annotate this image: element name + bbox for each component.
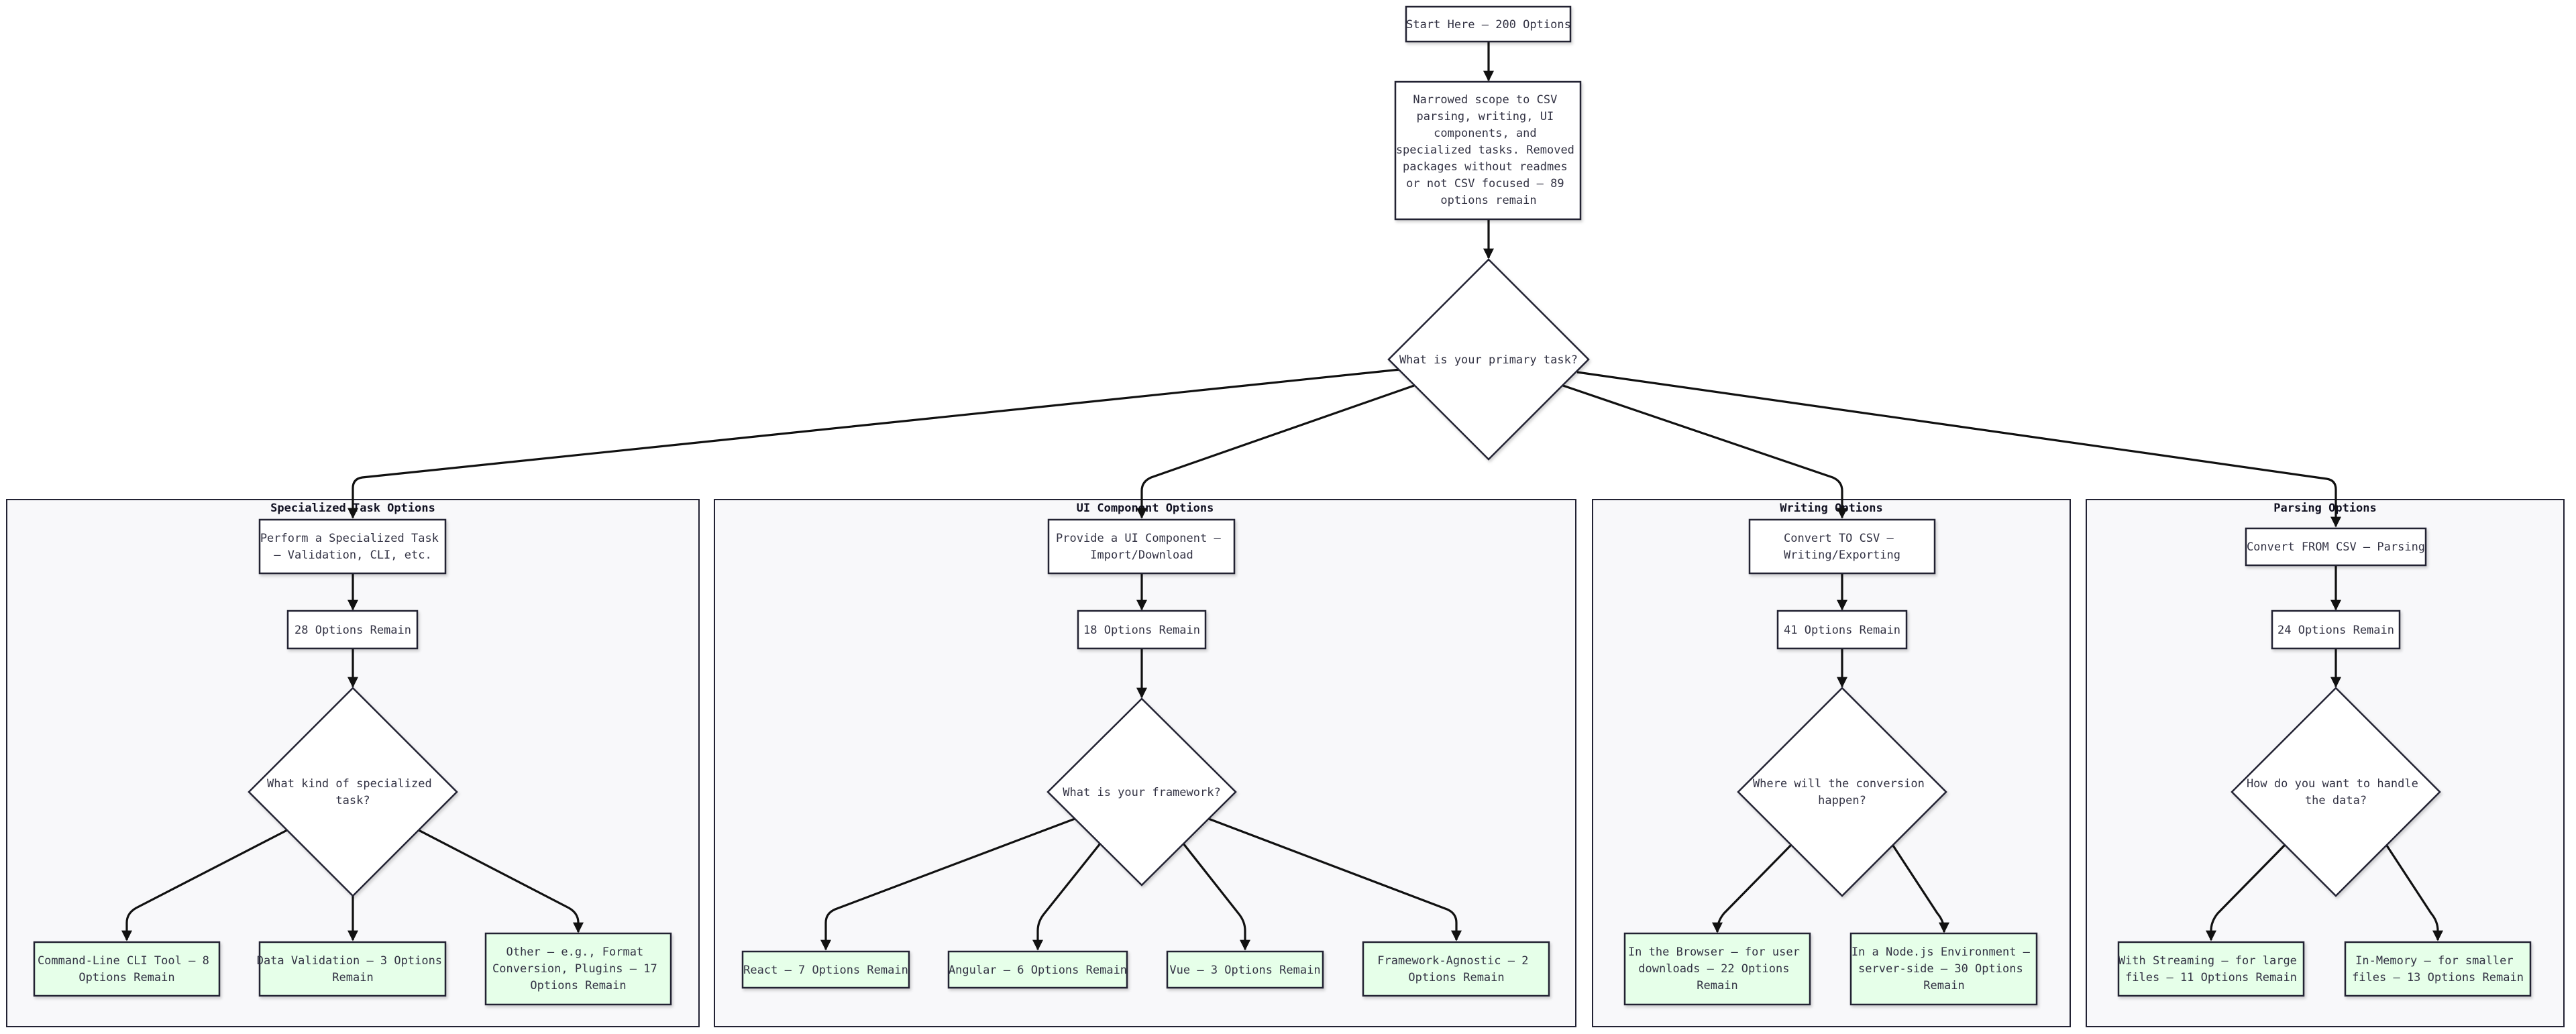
leaf-angular: Angular – 6 Options Remain bbox=[947, 950, 1128, 989]
leaf-browser-box bbox=[1623, 932, 1811, 1006]
leaf-react: React – 7 Options Remain bbox=[741, 950, 910, 989]
edge-ui-q-to-angular bbox=[1032, 843, 1102, 951]
leaf-vue-box bbox=[1166, 950, 1324, 989]
parsing-question-diamond bbox=[2231, 687, 2441, 897]
leaf-other: Other – e.g., Format Conversion, Plugins… bbox=[484, 932, 672, 1006]
leaf-validation-box bbox=[258, 941, 447, 997]
leaf-agnostic-box bbox=[1362, 941, 1550, 997]
ui-remain-box bbox=[1077, 610, 1207, 650]
start-node-box bbox=[1405, 5, 1572, 43]
leaf-react-box bbox=[741, 950, 910, 989]
writing-question-label: Where will the conversion happen? bbox=[1753, 777, 1931, 807]
start-node: Start Here – 200 Options bbox=[1405, 5, 1572, 43]
leaf-vue-label: Vue – 3 Options Remain bbox=[1169, 964, 1320, 977]
edge-parsing-q-to-streaming bbox=[2206, 842, 2288, 941]
ui-task-label: Provide a UI Component – Import/Download bbox=[1056, 532, 1228, 562]
edge-writing-q-to-node bbox=[1890, 843, 1949, 933]
edge-question-to-specialized bbox=[347, 368, 1401, 519]
ui-remain-label: 18 Options Remain bbox=[1083, 624, 1200, 637]
spec-question-diamond bbox=[248, 687, 458, 897]
leaf-agnostic: Framework-Agnostic – 2 Options Remain bbox=[1362, 941, 1550, 997]
ui-question-node: What is your framework? bbox=[1046, 697, 1237, 886]
leaf-cli-label: Command-Line CLI Tool – 8 Options Remain bbox=[38, 954, 216, 984]
spec-task-node: Perform a Specialized Task – Validation,… bbox=[258, 518, 447, 575]
edge-spec-q-to-cli bbox=[121, 829, 288, 941]
leaf-browser-label: In the Browser – for user downloads – 22… bbox=[1628, 945, 1807, 992]
parsing-remain-label: 24 Options Remain bbox=[2277, 624, 2394, 637]
ui-task-node: Provide a UI Component – Import/Download bbox=[1047, 518, 1236, 575]
edge-writing-q-to-browser bbox=[1712, 842, 1794, 933]
leaf-validation-label: Data Validation – 3 Options Remain bbox=[257, 954, 449, 984]
writing-question-node: Where will the conversion happen? bbox=[1737, 687, 1947, 897]
writing-task-node: Convert TO CSV – Writing/Exporting bbox=[1748, 518, 1936, 575]
leaf-other-box bbox=[484, 932, 672, 1006]
primary-question-node: What is your primary task? bbox=[1387, 258, 1590, 461]
parsing-task-node: Convert FROM CSV – Parsing bbox=[2245, 527, 2427, 567]
edge-question-to-writing bbox=[1562, 384, 1847, 519]
leaf-browser: In the Browser – for user downloads – 22… bbox=[1623, 932, 1811, 1006]
leaf-node: In a Node.js Environment – server-side –… bbox=[1849, 932, 2038, 1006]
parsing-question-label: How do you want to handle the data? bbox=[2247, 777, 2425, 807]
writing-remain-node: 41 Options Remain bbox=[1776, 610, 1908, 650]
edge-ui-q-to-agnostic bbox=[1206, 817, 1462, 941]
leaf-other-label: Other – e.g., Format Conversion, Plugins… bbox=[492, 945, 664, 992]
leaf-angular-label: Angular – 6 Options Remain bbox=[949, 964, 1127, 977]
ui-question-label: What is your framework? bbox=[1063, 786, 1220, 799]
leaf-validation: Data Validation – 3 Options Remain bbox=[257, 941, 449, 997]
spec-remain-node: 28 Options Remain bbox=[286, 610, 419, 650]
edge-question-to-ui bbox=[1136, 384, 1415, 519]
parsing-remain-box bbox=[2271, 610, 2401, 650]
cluster-writing-title: Writing Options bbox=[1780, 502, 1883, 515]
leaf-cli-box bbox=[33, 941, 221, 997]
writing-remain-label: 41 Options Remain bbox=[1784, 624, 1900, 637]
ui-task-box bbox=[1047, 518, 1236, 575]
edge-question-to-parsing bbox=[1576, 371, 2341, 528]
edge-parsing-q-to-inmemory bbox=[2384, 843, 2443, 941]
primary-question-diamond bbox=[1387, 258, 1590, 461]
ui-remain-node: 18 Options Remain bbox=[1077, 610, 1207, 650]
start-node-label: Start Here – 200 Options bbox=[1406, 18, 1571, 32]
leaf-inmemory: In-Memory – for smaller files – 13 Optio… bbox=[2344, 941, 2532, 997]
narrowed-node-box bbox=[1394, 80, 1582, 221]
leaf-streaming-label: With Streaming – for large files – 11 Op… bbox=[2118, 954, 2304, 984]
leaf-react-label: React – 7 Options Remain bbox=[743, 964, 908, 977]
spec-remain-box bbox=[286, 610, 419, 650]
cluster-ui-title: UI Component Options bbox=[1077, 502, 1214, 515]
edge-ui-q-to-vue bbox=[1182, 843, 1250, 951]
leaf-inmemory-label: In-Memory – for smaller files – 13 Optio… bbox=[2352, 954, 2524, 984]
leaf-vue: Vue – 3 Options Remain bbox=[1166, 950, 1324, 989]
leaf-inmemory-box bbox=[2344, 941, 2532, 997]
spec-question-node: What kind of specialized task? bbox=[248, 687, 458, 897]
leaf-agnostic-label: Framework-Agnostic – 2 Options Remain bbox=[1377, 954, 1535, 984]
leaf-cli: Command-Line CLI Tool – 8 Options Remain bbox=[33, 941, 221, 997]
edge-ui-q-to-react bbox=[820, 817, 1077, 951]
leaf-streaming: With Streaming – for large files – 11 Op… bbox=[2117, 941, 2305, 997]
ui-question-diamond bbox=[1046, 697, 1237, 886]
writing-task-box bbox=[1748, 518, 1936, 575]
writing-question-diamond bbox=[1737, 687, 1947, 897]
spec-task-box bbox=[258, 518, 447, 575]
narrowed-node-label: Narrowed scope to CSV parsing, writing, … bbox=[1396, 93, 1581, 207]
cluster-ui: UI Component Options bbox=[714, 499, 1576, 1027]
edges bbox=[121, 42, 2443, 951]
cluster-parsing-title: Parsing Options bbox=[2273, 502, 2377, 515]
spec-question-label: What kind of specialized task? bbox=[267, 777, 439, 807]
leaf-angular-box bbox=[947, 950, 1128, 989]
parsing-task-box bbox=[2245, 527, 2427, 567]
narrowed-node: Narrowed scope to CSV parsing, writing, … bbox=[1394, 80, 1582, 221]
writing-task-label: Convert TO CSV – Writing/Exporting bbox=[1784, 532, 1900, 562]
spec-task-label: Perform a Specialized Task – Validation,… bbox=[260, 532, 445, 562]
primary-question-label: What is your primary task? bbox=[1399, 353, 1578, 367]
leaf-node-label: In a Node.js Environment – server-side –… bbox=[1851, 945, 2037, 992]
spec-remain-label: 28 Options Remain bbox=[294, 624, 411, 637]
parsing-task-label: Convert FROM CSV – Parsing bbox=[2247, 540, 2425, 554]
leaf-node-box bbox=[1849, 932, 2038, 1006]
parsing-remain-node: 24 Options Remain bbox=[2271, 610, 2401, 650]
parsing-question-node: How do you want to handle the data? bbox=[2231, 687, 2441, 897]
edge-spec-q-to-other bbox=[418, 829, 584, 933]
writing-remain-box bbox=[1776, 610, 1908, 650]
leaf-streaming-box bbox=[2117, 941, 2305, 997]
